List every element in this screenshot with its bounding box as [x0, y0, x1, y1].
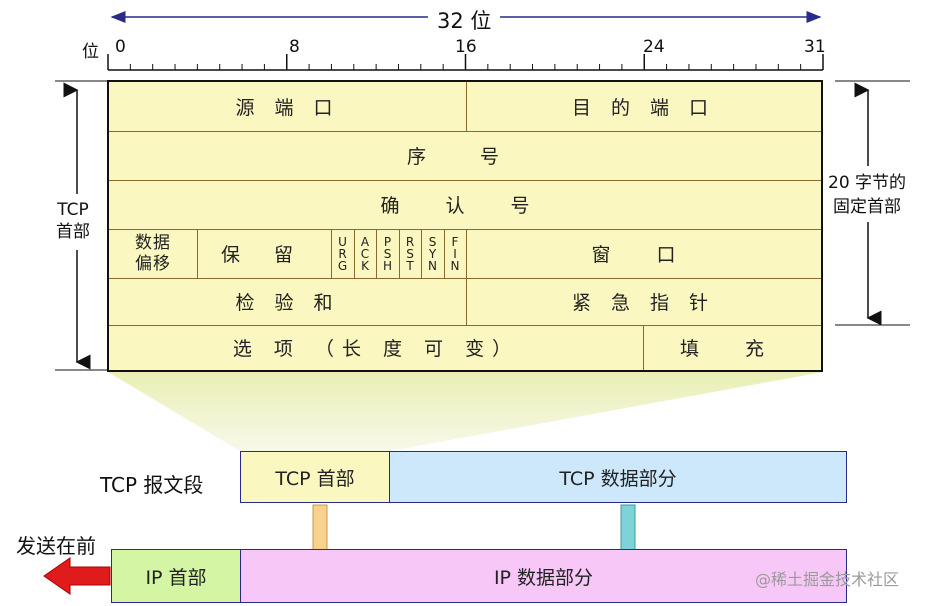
- tick-label-24: 24: [643, 37, 665, 57]
- bit-label: 位: [82, 42, 99, 62]
- tcp-header-side-label: TCP 首部: [56, 199, 90, 243]
- options-field: 选 项 （长 度 可 变）: [232, 338, 520, 360]
- sequence-number-field: 序 号: [406, 146, 524, 168]
- flag-letter: I: [453, 246, 457, 261]
- flag-letter: U: [338, 234, 347, 249]
- top-ruler: [107, 11, 824, 71]
- send-direction-arrow: [43, 557, 111, 595]
- data-offset-field: 数据 偏移: [135, 232, 171, 274]
- flag-letter: S: [428, 234, 437, 249]
- reserved-field: 保 留: [220, 244, 308, 266]
- tcp-segment-label: TCP 报文段: [100, 473, 204, 497]
- flag-letter: R: [405, 234, 415, 249]
- ip-header-box: IP 首部: [111, 549, 241, 603]
- flag-letter: F: [451, 234, 459, 249]
- tcp-header-box: TCP 首部: [240, 451, 390, 503]
- tcp-data-box: TCP 数据部分: [389, 451, 847, 503]
- width-label: 32 位: [437, 9, 492, 33]
- padding-field: 填 充: [679, 338, 785, 360]
- fixed-header-side-label: 20 字节的 固定首部: [828, 173, 907, 217]
- flag-letter: A: [360, 234, 370, 249]
- flag-letter: P: [383, 234, 392, 249]
- flag-letter: S: [383, 246, 392, 261]
- urgent-pointer-field: 紧 急 指 针: [571, 292, 716, 314]
- flag-letter: G: [337, 258, 348, 273]
- funnel-shape: [108, 372, 823, 451]
- tick-label-8: 8: [289, 37, 300, 57]
- window-field: 窗 口: [591, 244, 696, 266]
- source-port-field: 源 端 口: [235, 97, 340, 119]
- tcp-header-table: 源 端 口 目 的 端 口 序 号 确 认 号 数据 偏移 保 留 窗 口 检 …: [107, 80, 823, 372]
- flag-letter: N: [428, 258, 437, 273]
- flag-letter: Y: [428, 246, 437, 261]
- flag-letter: R: [338, 246, 347, 261]
- flag-letter: N: [450, 258, 460, 273]
- flag-letter: H: [382, 258, 393, 273]
- flag-letter: S: [406, 246, 414, 261]
- checksum-field: 检 验 和: [235, 292, 340, 314]
- flag-letter: C: [360, 246, 370, 261]
- ack-number-field: 确 认 号: [380, 195, 550, 217]
- ip-data-box: IP 数据部分: [240, 549, 847, 603]
- tick-label-0: 0: [115, 37, 126, 57]
- flag-letter: T: [406, 258, 414, 273]
- watermark-text: @稀土掘金技术社区: [755, 570, 900, 589]
- send-first-label: 发送在前: [16, 534, 96, 558]
- bit-ruler: [107, 54, 824, 71]
- tick-label-31: 31: [804, 37, 826, 57]
- tick-label-16: 16: [455, 37, 477, 57]
- flag-letter: K: [361, 258, 369, 273]
- dest-port-field: 目 的 端 口: [571, 97, 716, 119]
